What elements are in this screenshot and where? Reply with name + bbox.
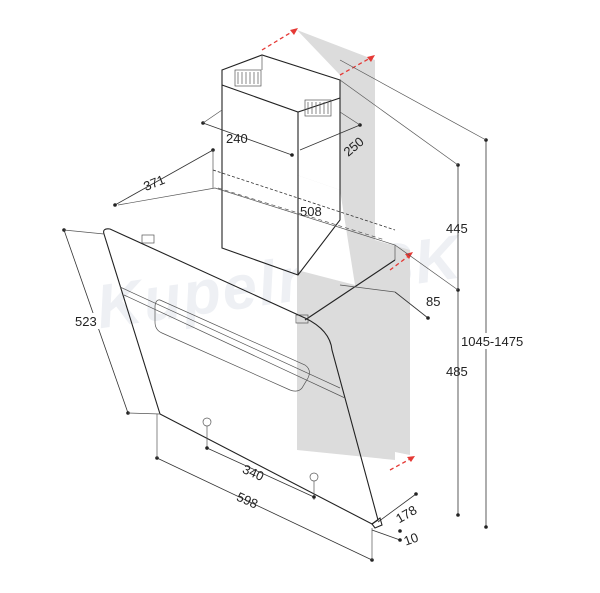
dim-chimney-width: 240 (201, 109, 294, 157)
label-1045-1475: 1045-1475 (461, 334, 523, 349)
label-10: 10 (402, 530, 421, 549)
glass-panel (103, 228, 383, 529)
label-340: 340 (240, 461, 266, 484)
dim-glass-height: 523 (62, 228, 161, 415)
label-598: 598 (234, 489, 260, 512)
label-85: 85 (426, 294, 440, 309)
watermark: Kupelne.SK (92, 222, 468, 342)
vent-slots-left (234, 69, 262, 87)
dim-body-depth: 371 (113, 148, 215, 207)
label-508: 508 (300, 204, 322, 219)
dim-mount-width: 508 (212, 169, 396, 231)
dim-bottom-depth: 178 (377, 492, 419, 526)
label-523: 523 (75, 314, 97, 329)
vent-slots-right (304, 99, 332, 117)
label-240: 240 (226, 131, 248, 146)
dim-glass-thickness: 10 (371, 529, 421, 549)
mount-plate (117, 187, 396, 324)
dim-total-height: 1045-1475 (339, 59, 524, 529)
chimney (221, 54, 341, 276)
dim-wall-offset: 85 (339, 284, 440, 320)
label-178: 178 (393, 502, 419, 526)
label-371: 371 (141, 172, 167, 194)
label-485: 485 (446, 364, 468, 379)
label-445: 445 (446, 221, 468, 236)
dim-heights-inner: 445 485 (339, 79, 468, 517)
dim-bracket-spacing: 340 (205, 446, 316, 499)
